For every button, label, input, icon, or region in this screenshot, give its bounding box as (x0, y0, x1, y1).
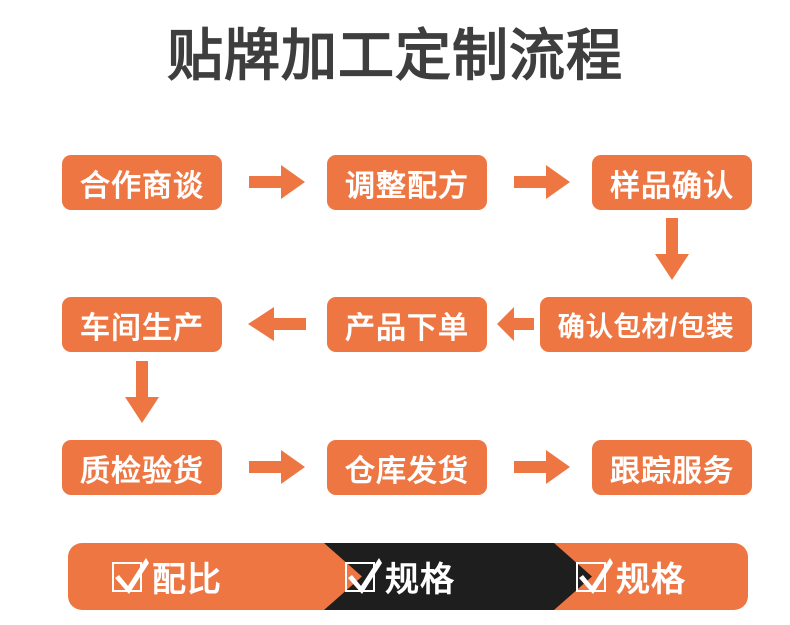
flow-step-box[interactable]: 质检验货 (62, 440, 222, 495)
flow-step-box[interactable]: 产品下单 (327, 297, 487, 352)
arrow-right-icon (514, 450, 570, 484)
checkbox-checked-icon (112, 557, 149, 594)
flow-step-box[interactable]: 样品确认 (592, 155, 752, 210)
banner-segment-label: 配比 (152, 561, 222, 599)
flow-step-box[interactable]: 合作商谈 (62, 155, 222, 210)
arrow-down-icon (655, 218, 689, 280)
checkbox-checked-icon (576, 557, 613, 594)
flow-step-box[interactable]: 调整配方 (327, 155, 487, 210)
banner-segment-label: 规格 (616, 561, 686, 599)
banner-segment-label: 规格 (385, 561, 455, 599)
flow-step-box[interactable]: 确认包材/包装 (540, 297, 752, 352)
page-title: 贴牌加工定制流程 (167, 24, 623, 87)
flow-step-box[interactable]: 仓库发货 (327, 440, 487, 495)
banner-segment[interactable]: 配比 (112, 543, 222, 610)
flow-step-box[interactable]: 跟踪服务 (592, 440, 752, 495)
arrow-right-icon (249, 450, 305, 484)
feature-banner: 配比 规格 规格 (68, 543, 748, 610)
arrow-right-icon (249, 165, 305, 199)
banner-segment[interactable]: 规格 (345, 543, 455, 610)
banner-segment[interactable]: 规格 (576, 543, 686, 610)
checkbox-checked-icon (345, 557, 382, 594)
arrow-down-icon (125, 361, 159, 423)
arrow-left-icon (497, 307, 534, 341)
flow-step-box[interactable]: 车间生产 (62, 297, 222, 352)
arrow-right-icon (514, 165, 570, 199)
arrow-left-icon (248, 307, 306, 341)
